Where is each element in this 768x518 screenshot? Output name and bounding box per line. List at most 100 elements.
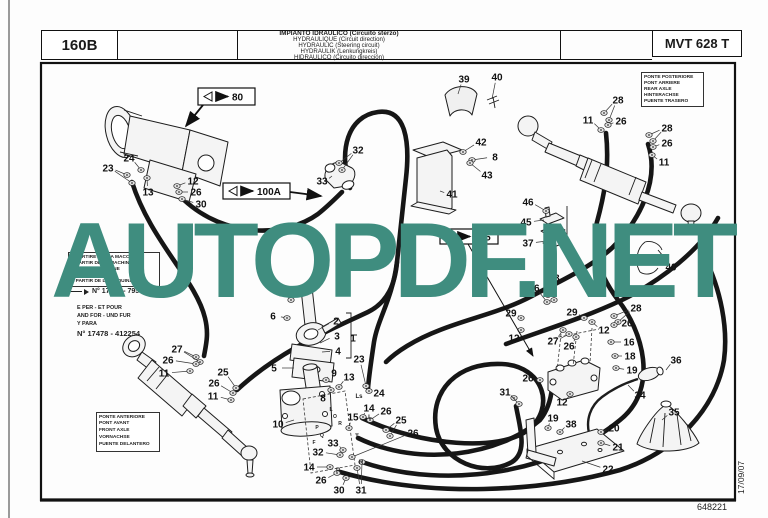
callout-label: 12 (556, 398, 568, 409)
fitting-glyph-center (591, 321, 593, 323)
callout-label: 33 (316, 177, 328, 188)
detail-line (584, 159, 637, 196)
port-label: T (355, 434, 359, 440)
part-shape (322, 411, 328, 417)
callout-label: 21 (612, 443, 624, 454)
fitting-glyph-center (329, 466, 331, 468)
part-shape (638, 191, 677, 214)
part-shape (341, 180, 355, 190)
fitting-glyph-center (286, 317, 288, 319)
back-reference-icon (202, 91, 213, 102)
callout-leader (654, 254, 665, 264)
fitting-glyph-center (235, 387, 237, 389)
callout-label: 7 (278, 289, 284, 300)
title-line-fr: HYDRAULIQUE (Circuit direction) (293, 35, 385, 43)
note-line: REAR AXLE (644, 86, 672, 92)
callout-label: 15 (347, 413, 359, 424)
callout-label: 26 (407, 429, 419, 440)
dashed-line (556, 333, 562, 372)
callout-label: 26 (380, 407, 392, 418)
note-line: PONT ARRIERE (644, 80, 681, 86)
callout-leader (457, 84, 462, 95)
note-and-for: E PER - ET POUR AND FOR - UND FUR Y PARA… (77, 304, 140, 338)
reference-label: 100A (257, 187, 281, 198)
part-shape (324, 163, 336, 173)
note-line: A PARTIR DE LA MAQUINA (71, 278, 133, 284)
title-line-it: IMPIANTO IDRAULICO (Circuito sterzo) (279, 30, 399, 37)
part-shape (539, 212, 565, 225)
fitting-glyph-center (345, 477, 347, 479)
fitting-glyph-center (146, 177, 148, 179)
fitting-glyph-center (559, 431, 561, 433)
callout-leader (491, 82, 496, 100)
callout-label: 2 (333, 317, 339, 328)
callout-label: 13 (343, 373, 355, 384)
callout-leader (627, 384, 635, 392)
part-shape (540, 224, 566, 237)
callout-leader (581, 460, 601, 468)
callout-label: 26 (615, 117, 627, 128)
fitting-glyph-center (368, 390, 370, 392)
callout-label: 19 (547, 414, 559, 425)
part-shape (687, 220, 695, 235)
callout-label: 28 (661, 124, 673, 135)
callout-leader (439, 190, 445, 193)
detail-line (146, 366, 169, 390)
port-label: L (368, 415, 372, 421)
callout-label: 11 (659, 158, 670, 169)
fitting-glyph-center (520, 329, 522, 331)
fitting-glyph-center (176, 185, 178, 187)
fitting-glyph-center (348, 427, 350, 429)
note-machine-from: A PARTIRE DALLA MACCHINA A PARTIR DE LA … (68, 252, 160, 288)
part-shape (281, 390, 301, 406)
fitting-glyph-center (607, 124, 609, 126)
callout-label: 25 (395, 416, 407, 427)
fitting-glyph-center (615, 367, 617, 369)
callout-leader (661, 415, 668, 421)
callout-label: 26 (190, 188, 202, 199)
note-line: PUENTE TRASERO (644, 98, 689, 104)
part-shape (444, 86, 478, 117)
fitting-glyph-center (338, 386, 340, 388)
model-label: MVT 628 T (664, 36, 730, 51)
part-shape (660, 400, 672, 408)
fitting-glyph-center (652, 140, 654, 142)
callout-leader (321, 351, 331, 353)
callout-leader (114, 170, 133, 184)
part-shape (656, 366, 664, 376)
part-shape (182, 393, 207, 419)
note-line: AND FOR - UND FUR (77, 313, 131, 319)
part-shape (197, 154, 215, 172)
callout-label: 26 (621, 319, 633, 330)
page-code: 160B (61, 36, 98, 54)
note-line: E PER - ET POUR (77, 305, 122, 311)
scan-edge-line (8, 0, 10, 518)
fitting-glyph-center (610, 341, 612, 343)
part-shape (597, 448, 603, 452)
detail-line (119, 109, 143, 157)
callout-label: 46 (522, 198, 534, 209)
callout-leader (317, 323, 330, 331)
callout-label: 30 (333, 486, 345, 497)
header-right-segment (560, 30, 652, 60)
fitting-glyph-center (553, 299, 555, 301)
title-line-de: HYDRAULIK (Lenkungkreis) (300, 47, 378, 55)
fitting-glyph-center (600, 129, 602, 131)
note-line: VORNACHSE (99, 435, 130, 441)
callout-label: 28 (548, 274, 560, 285)
reference-label: 80 (232, 92, 244, 103)
reference-label: 225 (474, 232, 491, 243)
part-shape (303, 328, 319, 340)
callout-leader (360, 461, 363, 485)
callout-label: 23 (102, 164, 114, 175)
callout-label: 14 (303, 463, 315, 474)
note-line: PONT AVANT (99, 421, 130, 427)
callout-leader (360, 364, 367, 387)
callout-label: 26 (563, 342, 575, 353)
callout-leader (533, 219, 545, 222)
detail-line (486, 95, 500, 109)
part-shape (300, 284, 314, 292)
fitting-glyph-center (362, 416, 364, 418)
callout-label: 9 (331, 369, 337, 380)
